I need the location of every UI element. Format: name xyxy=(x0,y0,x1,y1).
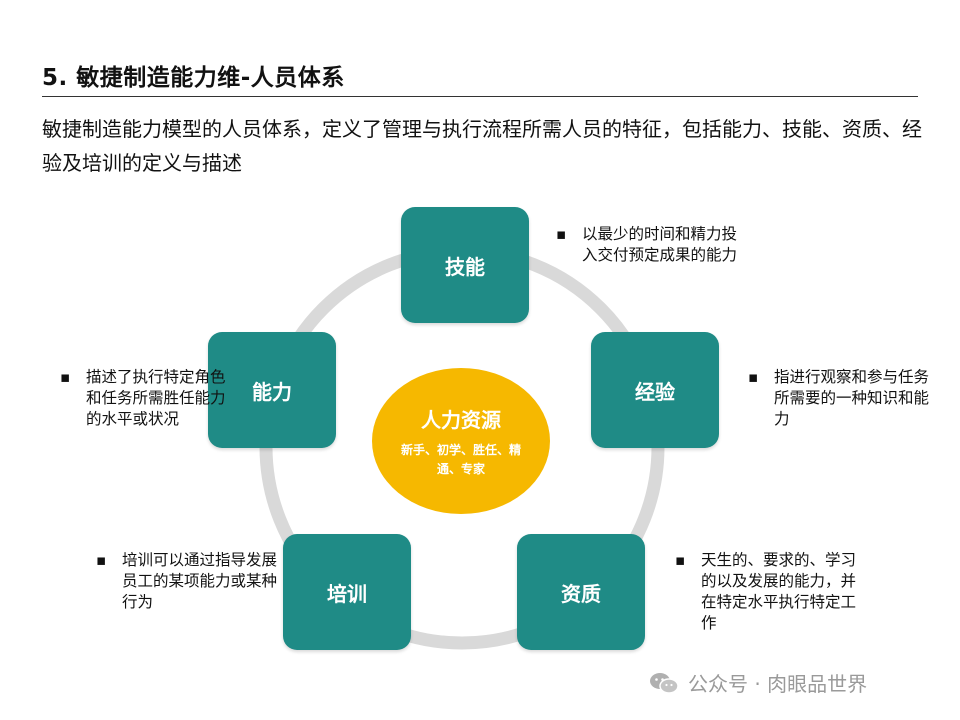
bullet-marker: ▪ xyxy=(748,368,759,386)
center-sublabel: 新手、初学、胜任、精通、专家 xyxy=(400,442,521,476)
bullet-marker: ▪ xyxy=(60,368,71,386)
slide-title: 5. 敏捷制造能力维-人员体系 xyxy=(42,65,345,91)
description-text: 指进行观察和参与任务所需要的一种知识和能力 xyxy=(774,368,930,428)
center-human-resources: 人力资源 新手、初学、胜任、精通、专家 xyxy=(372,368,550,514)
bullet-marker: ▪ xyxy=(556,225,567,243)
node-qualification: 资质 xyxy=(517,534,645,650)
description-experience: ▪ 指进行观察和参与任务所需要的一种知识和能力 xyxy=(748,367,940,430)
bullet-marker: ▪ xyxy=(96,551,107,569)
description-text: 以最少的时间和精力投入交付预定成果的能力 xyxy=(582,225,738,264)
bullet-marker: ▪ xyxy=(675,551,686,569)
description-text: 培训可以通过指导发展员工的某项能力或某种行为 xyxy=(122,551,278,611)
description-text: 描述了执行特定角色和任务所需胜任能力的水平或状况 xyxy=(86,368,226,428)
node-experience: 经验 xyxy=(591,332,719,448)
title-divider xyxy=(42,96,918,97)
watermark: 公众号 · 肉眼品世界 xyxy=(648,668,867,697)
watermark-text: 公众号 · 肉眼品世界 xyxy=(688,672,868,696)
description-qualification: ▪ 天生的、要求的、学习的以及发展的能力，并在特定水平执行特定工作 xyxy=(675,550,867,634)
intro-text: 敏捷制造能力模型的人员体系，定义了管理与执行流程所需人员的特征，包括能力、技能、… xyxy=(42,117,922,175)
node-training: 培训 xyxy=(283,534,411,650)
description-ability: ▪ 描述了执行特定角色和任务所需胜任能力的水平或状况 xyxy=(60,367,236,430)
node-skills: 技能 xyxy=(401,207,529,323)
node-ability: 能力 xyxy=(208,332,336,448)
description-skills: ▪ 以最少的时间和精力投入交付预定成果的能力 xyxy=(556,224,750,266)
description-training: ▪ 培训可以通过指导发展员工的某项能力或某种行为 xyxy=(96,550,288,613)
description-text: 天生的、要求的、学习的以及发展的能力，并在特定水平执行特定工作 xyxy=(701,551,857,632)
center-label: 人力资源 xyxy=(421,407,501,432)
wechat-icon xyxy=(650,672,679,694)
